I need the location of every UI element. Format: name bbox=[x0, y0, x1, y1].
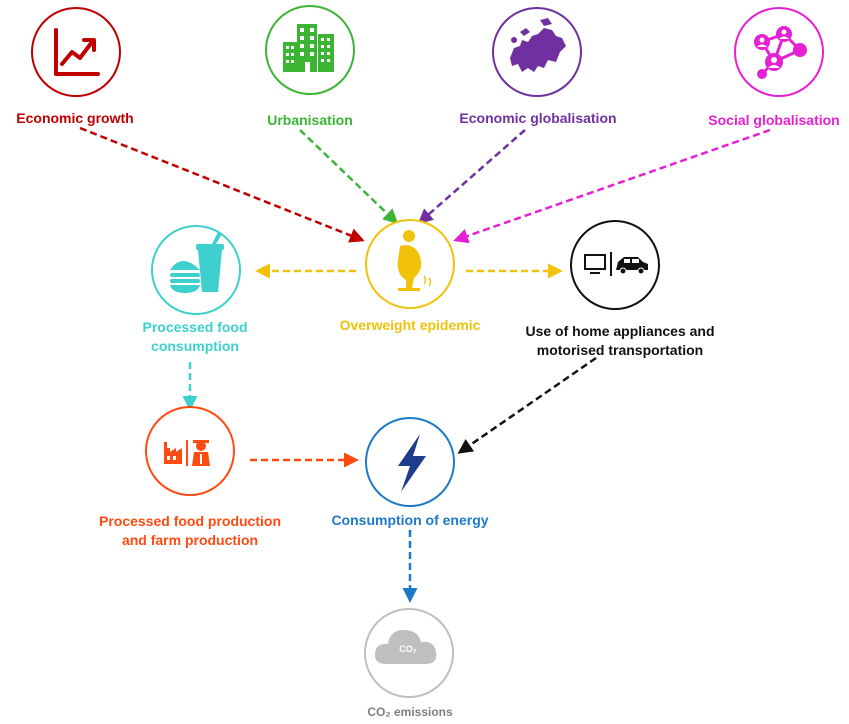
farm-production-label-line1: Processed food production bbox=[98, 513, 281, 529]
co2-emissions-label: CO₂ emissions bbox=[367, 705, 453, 719]
urbanisation-node bbox=[265, 5, 355, 95]
social-globalisation-label: Social globalisation bbox=[708, 112, 840, 128]
consumption-of-energy-node bbox=[365, 417, 455, 507]
arrow-economic-growth-to-overweight bbox=[79, 126, 365, 243]
social-globalisation-node bbox=[734, 7, 824, 97]
economic-globalisation-node bbox=[492, 7, 582, 97]
processed-food-consumption-label: Processed food consumption bbox=[120, 318, 270, 356]
tv-car-icon bbox=[584, 252, 648, 276]
arrow-urbanisation-to-overweight bbox=[299, 129, 399, 225]
farm-production-node bbox=[145, 406, 235, 496]
overweight-person-icon bbox=[397, 230, 432, 291]
arrow-home-appliances-to-energy bbox=[457, 356, 597, 454]
arrow-economic-globalisation-to-overweight bbox=[417, 129, 526, 224]
economic-globalisation-label: Economic globalisation bbox=[459, 110, 617, 126]
farm-production-label: Processed food production and farm produ… bbox=[85, 512, 295, 550]
processed-food-consumption-label-line1: Processed food bbox=[142, 319, 248, 335]
city-buildings-icon bbox=[283, 24, 334, 72]
economic-growth-node bbox=[31, 7, 121, 97]
overweight-epidemic-node bbox=[365, 219, 455, 309]
home-appliances-label-line1: Use of home appliances and bbox=[525, 323, 715, 339]
consumption-of-energy-label: Consumption of energy bbox=[331, 512, 489, 528]
growth-chart-icon bbox=[54, 28, 100, 76]
home-appliances-label: Use of home appliances and motorised tra… bbox=[500, 322, 740, 360]
overweight-epidemic-label: Overweight epidemic bbox=[339, 317, 481, 333]
social-network-icon bbox=[754, 26, 807, 79]
fast-food-icon bbox=[170, 232, 224, 293]
urbanisation-label: Urbanisation bbox=[267, 112, 353, 128]
lightning-bolt-icon bbox=[398, 434, 426, 492]
factory-farmer-icon bbox=[164, 440, 210, 466]
economic-growth-label: Economic growth bbox=[16, 110, 134, 126]
processed-food-consumption-label-line2: consumption bbox=[151, 338, 239, 354]
processed-food-consumption-node bbox=[151, 225, 241, 315]
cloud-icon bbox=[374, 630, 437, 664]
cloud-co2-text: CO₂ bbox=[399, 644, 417, 654]
home-appliances-node bbox=[570, 220, 660, 310]
europe-map-icon bbox=[510, 18, 566, 72]
farm-production-label-line2: and farm production bbox=[121, 532, 259, 548]
co2-emissions-node: CO₂ bbox=[364, 608, 454, 698]
home-appliances-label-line2: motorised transportation bbox=[536, 342, 704, 358]
arrow-social-globalisation-to-overweight bbox=[453, 128, 771, 244]
